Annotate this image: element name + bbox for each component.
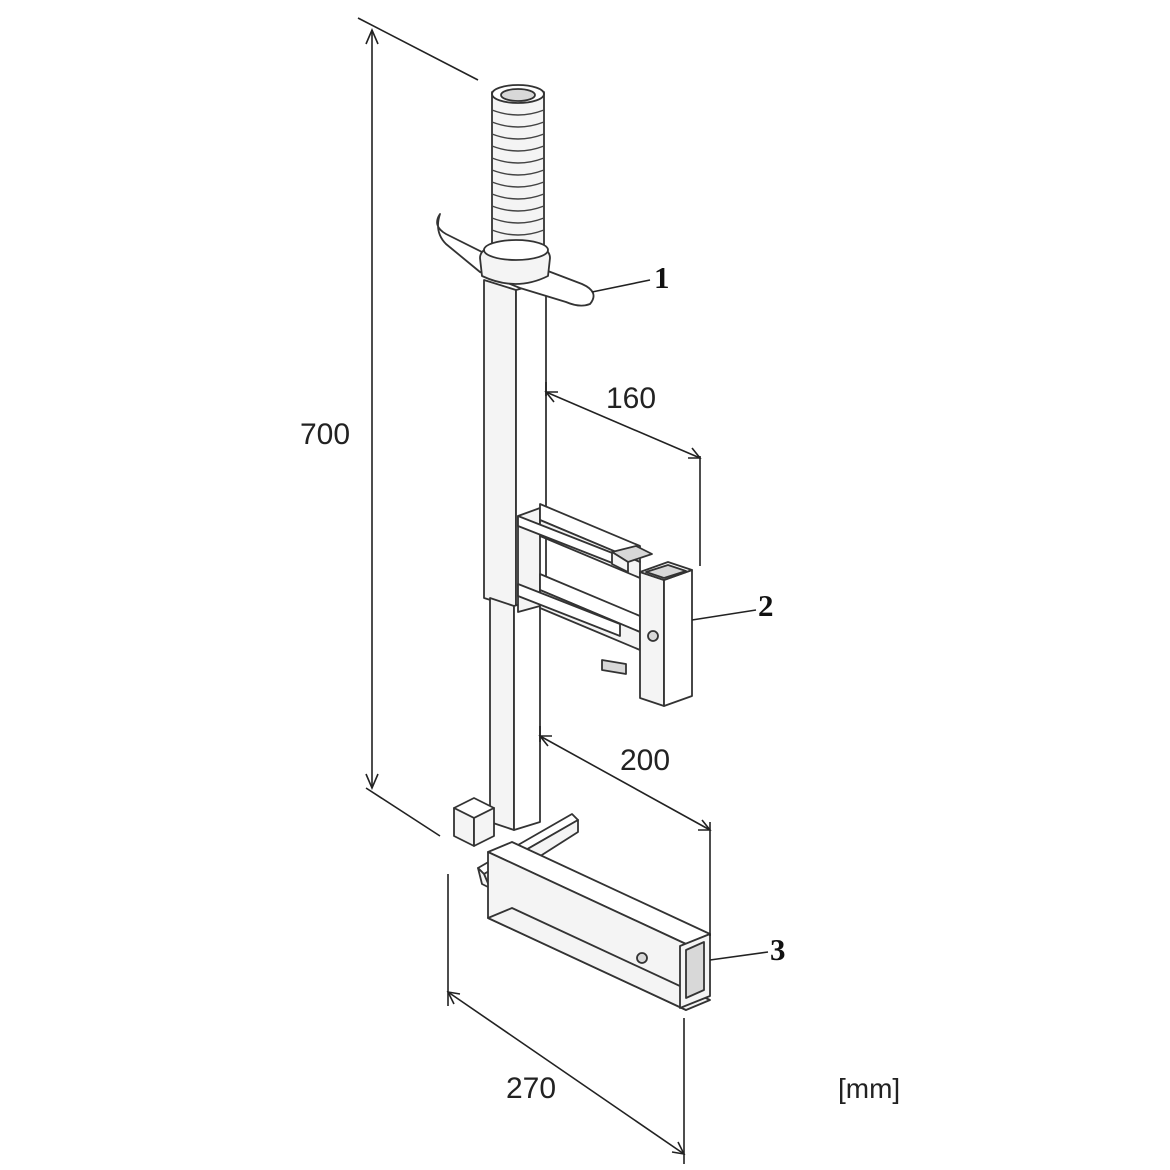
callout-3-label: 3: [770, 932, 786, 967]
callout-3: 3: [709, 932, 786, 967]
dimension-200: 200: [538, 726, 712, 936]
dimension-160: 160: [544, 382, 702, 566]
threaded-spindle: [491, 84, 545, 253]
dimension-700-label: 700: [300, 418, 350, 451]
dimension-200-label: 200: [620, 744, 670, 777]
dimension-270: 270: [446, 874, 686, 1164]
base-assembly: [453, 797, 711, 1011]
callout-1: 1: [591, 260, 670, 295]
callout-2-label: 2: [758, 588, 774, 623]
lower-tube: [489, 597, 541, 831]
dimension-160-label: 160: [606, 382, 656, 415]
dimension-700: 700: [300, 17, 479, 837]
dimension-270-label: 270: [506, 1072, 556, 1105]
unit-label: [mm]: [838, 1073, 900, 1104]
sliding-clamp: [517, 503, 693, 707]
callout-1-label: 1: [654, 260, 670, 295]
wing-nut: [436, 213, 595, 307]
callout-2: 2: [691, 588, 774, 623]
